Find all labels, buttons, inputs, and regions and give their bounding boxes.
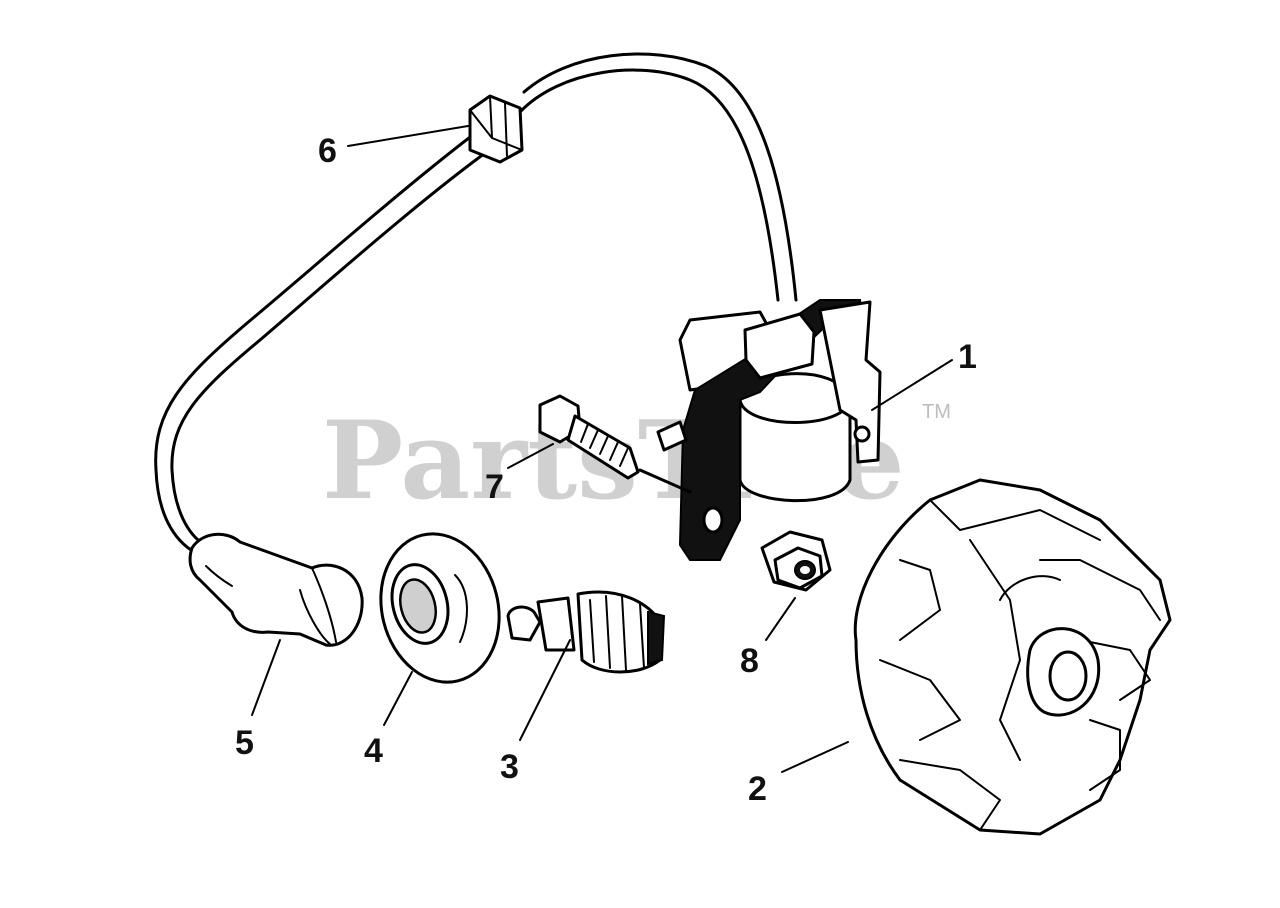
leader-7 <box>507 443 554 469</box>
leader-8 <box>765 597 796 641</box>
flywheel <box>853 478 1172 836</box>
grommet <box>468 94 524 164</box>
callout-7: 7 <box>485 468 504 506</box>
callout-3: 3 <box>500 748 519 786</box>
callout-6: 6 <box>318 132 337 170</box>
callout-4: 4 <box>364 732 383 770</box>
leader-2 <box>781 741 849 773</box>
leader-5 <box>251 639 281 716</box>
leader-lines <box>251 125 953 773</box>
ignition-coil <box>656 299 882 561</box>
leader-3 <box>519 639 571 741</box>
ignition-lead-wire <box>154 52 798 557</box>
callout-8: 8 <box>740 642 759 680</box>
watermark-trademark: TM <box>922 401 951 423</box>
leader-6 <box>347 125 469 147</box>
callout-5: 5 <box>235 724 254 762</box>
flange-nut <box>760 530 832 592</box>
leader-1 <box>871 359 953 411</box>
callouts: 1 2 3 4 5 6 7 8 <box>235 132 977 808</box>
leader-4 <box>383 671 413 726</box>
bolt <box>538 394 692 494</box>
terminal <box>506 590 666 674</box>
spark-plug-cover-ring <box>379 532 501 684</box>
callout-2: 2 <box>748 770 767 808</box>
callout-1: 1 <box>958 338 977 376</box>
spark-plug-boot <box>188 532 364 647</box>
